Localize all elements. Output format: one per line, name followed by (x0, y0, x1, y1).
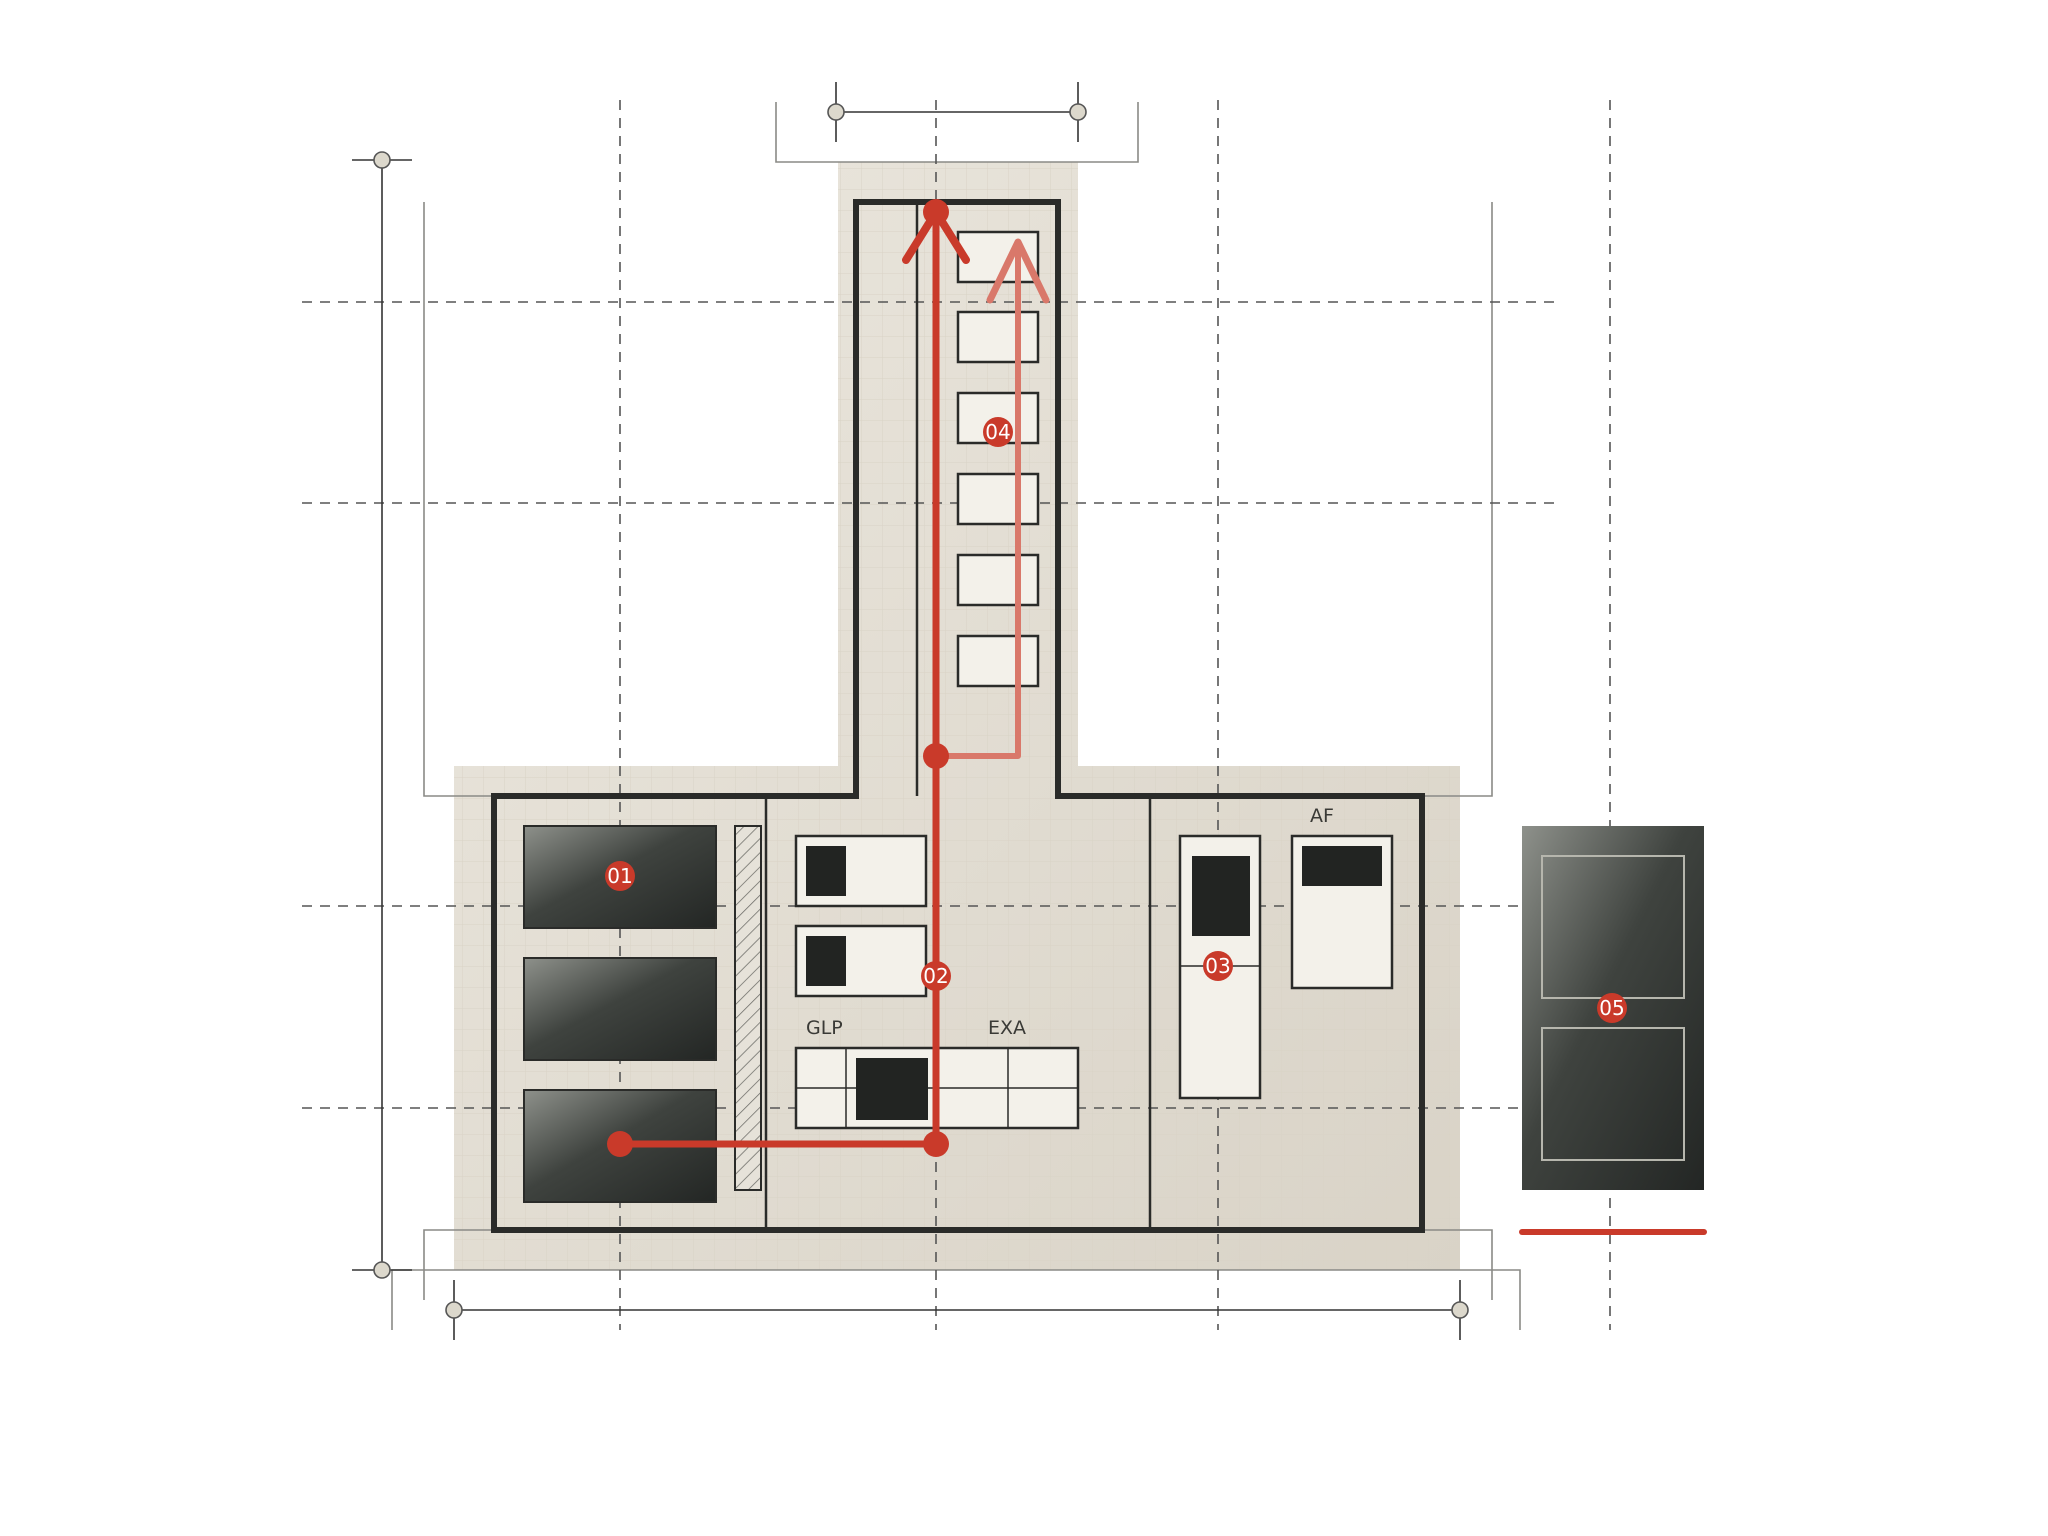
label-af: AF (1310, 805, 1334, 827)
path-node (607, 1131, 633, 1157)
path-node (923, 743, 949, 769)
walls (491, 199, 1425, 1233)
bench-equipment (856, 1058, 928, 1120)
label-glp: GLP (806, 1017, 843, 1039)
outer-wall (491, 199, 1425, 1233)
workstation-screen (806, 846, 846, 896)
marker-circle (605, 861, 635, 891)
marker-label: 02 (923, 964, 948, 988)
marker-label: 04 (985, 420, 1010, 444)
marker-label: 05 (1599, 996, 1624, 1020)
marker-05: 05 (1597, 993, 1627, 1023)
lower-frame-outline (391, 1269, 1521, 1330)
dim-node (373, 151, 391, 169)
equipment-unit (523, 957, 717, 1061)
right-room-furniture (1178, 834, 1394, 1100)
dim-node (1451, 1301, 1469, 1319)
af-unit-panel (1302, 846, 1382, 886)
corridor-room (956, 310, 1040, 364)
secondary-arrowhead (986, 238, 1050, 304)
marker-circle (921, 961, 951, 991)
marker-02: 02 (921, 961, 951, 991)
marker-04: 04 (983, 417, 1013, 447)
upper-left-outline (423, 202, 492, 797)
hatched-counter (734, 825, 762, 1191)
marker-01: 01 (605, 861, 635, 891)
dim-node (373, 1261, 391, 1279)
marker-label: 01 (607, 864, 632, 888)
label-exa: EXA (988, 1017, 1026, 1039)
corridor-room (956, 553, 1040, 607)
upper-right-outline (1424, 202, 1493, 797)
corridor-room (956, 472, 1040, 526)
secondary-path (933, 239, 1021, 759)
external-module-panel (1541, 1027, 1685, 1161)
external-module (1519, 826, 1707, 1235)
dimension-nodes (373, 103, 1469, 1319)
tall-cabinet-panel (1192, 856, 1250, 936)
marker-03: 03 (1203, 951, 1233, 981)
path-nodes (607, 199, 949, 1157)
path-node (923, 199, 949, 225)
corridor-room (956, 634, 1040, 688)
marker-circle (1203, 951, 1233, 981)
top-bracket-outline (775, 102, 1139, 163)
dim-node (827, 103, 845, 121)
dim-node (445, 1301, 463, 1319)
corridor-rooms (956, 230, 1040, 688)
path-node (923, 1131, 949, 1157)
marker-label: 03 (1205, 954, 1230, 978)
workstation-screen (806, 936, 846, 986)
dim-node (1069, 103, 1087, 121)
marker-circle (983, 417, 1013, 447)
marker-circle (1597, 993, 1627, 1023)
